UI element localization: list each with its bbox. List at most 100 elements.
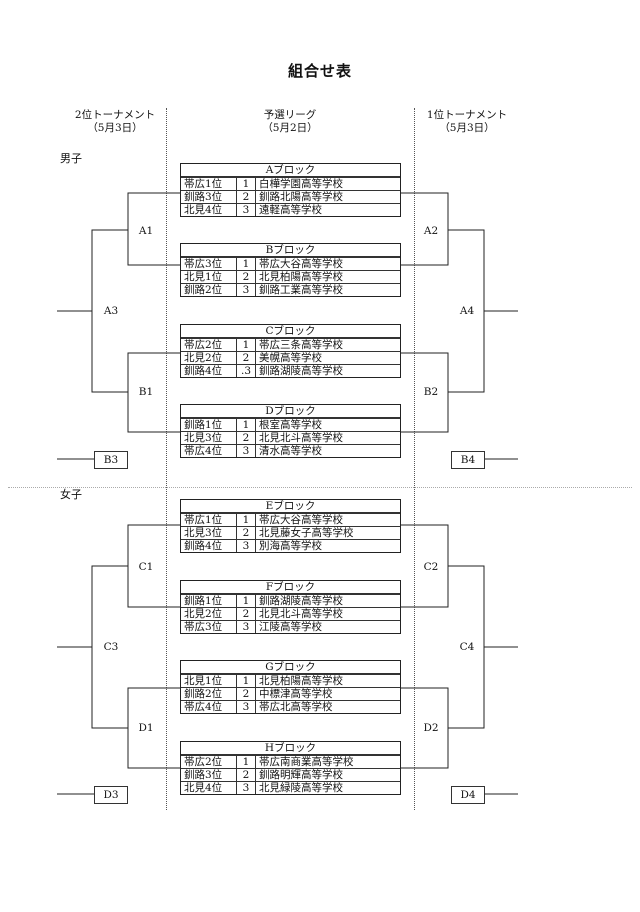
header-preliminary-title: 予選リーグ [263, 109, 317, 121]
label-c1: C1 [131, 561, 161, 573]
seed-cell: 北見1位 [181, 675, 237, 687]
number-cell: 2 [237, 191, 256, 203]
number-cell: 2 [237, 608, 256, 620]
label-b4: B4 [451, 451, 485, 469]
section-girls: 女子 [60, 488, 82, 501]
seed-cell: 帯広1位 [181, 514, 237, 526]
school-cell: 清水高等学校 [259, 445, 322, 457]
number-cell: 3 [237, 204, 256, 216]
school-cell: 北見柏陽高等学校 [259, 675, 343, 687]
label-d3: D3 [94, 786, 128, 804]
section-boys: 男子 [60, 152, 82, 165]
seed-cell: 帯広1位 [181, 178, 237, 190]
seed-cell: 釧路1位 [181, 419, 237, 431]
school-cell: 北見柏陽高等学校 [259, 271, 343, 283]
number-cell: 1 [237, 595, 256, 607]
header-preliminary-date: （5月2日） [262, 122, 318, 134]
header-preliminary-league: 予選リーグ （5月2日） [235, 109, 345, 135]
school-cell: 帯広三条高等学校 [259, 339, 343, 351]
number-cell: .3 [237, 365, 256, 377]
number-cell: 3 [237, 284, 256, 296]
school-cell: 北見藤女子高等学校 [259, 527, 354, 539]
school-cell: 美幌高等学校 [259, 352, 322, 364]
right-column-divider [414, 108, 415, 810]
number-cell: 2 [237, 769, 256, 781]
number-cell: 3 [237, 445, 256, 457]
school-cell: 釧路明輝高等学校 [259, 769, 343, 781]
header-winner-date: （5月3日） [439, 122, 495, 134]
header-winner-title: 1位トーナメント [426, 109, 508, 121]
number-cell: 2 [237, 527, 256, 539]
school-cell: 釧路湖陵高等学校 [259, 365, 343, 377]
label-d4: D4 [451, 786, 485, 804]
number-cell: 1 [237, 178, 256, 190]
header-runner-up-tournament: 2位トーナメント （5月3日） [60, 109, 170, 135]
seed-cell: 釧路4位 [181, 365, 237, 377]
school-cell: 帯広北高等学校 [259, 701, 333, 713]
number-cell: 1 [237, 419, 256, 431]
block-title: Hブロック [181, 742, 400, 755]
number-cell: 1 [237, 675, 256, 687]
number-cell: 2 [237, 271, 256, 283]
label-a3: A3 [96, 305, 126, 317]
school-cell: 江陵高等学校 [259, 621, 322, 633]
label-a2: A2 [416, 225, 446, 237]
seed-cell: 帯広4位 [181, 445, 237, 457]
seed-cell: 北見4位 [181, 782, 237, 794]
seed-cell: 帯広2位 [181, 756, 237, 768]
seed-cell: 帯広3位 [181, 258, 237, 270]
school-cell: 北見北斗高等学校 [259, 432, 343, 444]
school-cell: 北見緑陵高等学校 [259, 782, 343, 794]
section-separator [8, 487, 632, 488]
school-cell: 帯広大谷高等学校 [259, 514, 343, 526]
number-cell: 3 [237, 701, 256, 713]
school-cell: 釧路湖陵高等学校 [259, 595, 343, 607]
header-runner-up-date: （5月3日） [87, 122, 143, 134]
number-cell: 3 [237, 621, 256, 633]
header-runner-up-title: 2位トーナメント [74, 109, 156, 121]
number-cell: 1 [237, 258, 256, 270]
header-winner-tournament: 1位トーナメント （5月3日） [412, 109, 522, 135]
label-a4: A4 [452, 305, 482, 317]
seed-cell: 北見3位 [181, 432, 237, 444]
seed-cell: 北見2位 [181, 352, 237, 364]
left-column-divider [166, 108, 167, 810]
label-c4: C4 [452, 641, 482, 653]
block-title: Dブロック [181, 405, 400, 418]
seed-cell: 北見1位 [181, 271, 237, 283]
label-d2: D2 [416, 722, 446, 734]
number-cell: 3 [237, 540, 256, 552]
seed-cell: 帯広3位 [181, 621, 237, 633]
school-cell: 根室高等学校 [259, 419, 322, 431]
number-cell: 2 [237, 432, 256, 444]
seed-cell: 釧路1位 [181, 595, 237, 607]
school-cell: 釧路工業高等学校 [259, 284, 343, 296]
label-c2: C2 [416, 561, 446, 573]
school-cell: 中標津高等学校 [259, 688, 333, 700]
seed-cell: 北見3位 [181, 527, 237, 539]
seed-cell: 釧路4位 [181, 540, 237, 552]
seed-cell: 北見4位 [181, 204, 237, 216]
label-d1: D1 [131, 722, 161, 734]
